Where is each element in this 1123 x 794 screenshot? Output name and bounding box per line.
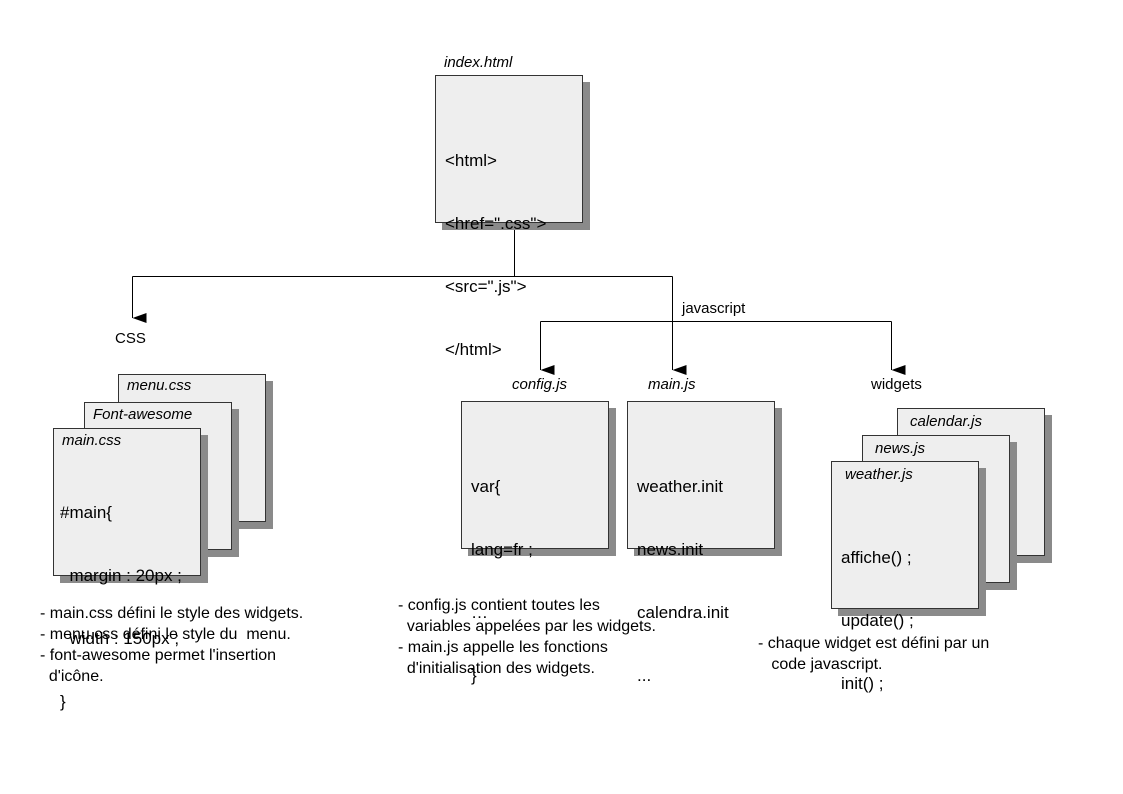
code-line: width : 150px ; [60, 629, 180, 648]
code-line: update() ; [841, 611, 914, 630]
note-line: d'icône. [40, 668, 104, 685]
code-line: … [471, 603, 488, 622]
js-notes: - config.js contient toutes les variable… [398, 595, 656, 679]
note-line: variables appelées par les widgets. [398, 618, 656, 635]
index-html-code: <html> <href=".css"> <src=".js"> </html> [445, 108, 546, 402]
code-line: lang=fr ; [471, 540, 533, 559]
main-css-code: #main{ margin : 20px ; width : 150px ; } [60, 460, 182, 754]
note-line: - main.css défini le style des widgets. [40, 605, 304, 622]
weather-js-code: affiche() ; update() ; init() ; [841, 505, 914, 736]
code-line: <href=".css"> [445, 214, 547, 233]
config-js-doc: var{ lang=fr ; … } [461, 401, 609, 685]
main-css-doc: main.css #main{ margin : 20px ; width : … [53, 428, 201, 711]
main-js-code: weather.init news.init calendra.init ... [637, 434, 729, 728]
config-js-code: var{ lang=fr ; … } [471, 434, 533, 728]
menu-css-title: menu.css [127, 377, 192, 394]
code-line: var{ [471, 477, 501, 496]
code-line: init() ; [841, 674, 884, 693]
note-line: - config.js contient toutes les [398, 597, 600, 614]
config-js-title: config.js [512, 376, 568, 393]
code-line: weather.init [637, 477, 723, 496]
code-line: ... [637, 666, 652, 685]
code-line: calendra.init [637, 603, 729, 622]
note-line: - menu.css défini le style du menu. [40, 626, 291, 643]
note-line: - font-awesome permet l'insertion [40, 647, 277, 664]
code-line: news.init [637, 540, 704, 559]
code-line: affiche() ; [841, 548, 912, 567]
javascript-label: javascript [682, 300, 746, 317]
code-line: } [471, 666, 477, 685]
main-js-doc: weather.init news.init calendra.init ... [627, 401, 775, 685]
news-js-title: news.js [875, 440, 926, 457]
main-js-title: main.js [648, 376, 696, 393]
widgets-label: widgets [871, 376, 922, 393]
note-line: - chaque widget est défini par un [758, 635, 990, 652]
index-html-doc: <html> <href=".css"> <src=".js"> </html> [435, 75, 583, 359]
weather-js-doc: weather.js affiche() ; update() ; init()… [831, 461, 979, 693]
index-html-title: index.html [444, 54, 513, 71]
css-notes: - main.css défini le style des widgets. … [40, 603, 303, 687]
font-awesome-title: Font-awesome [93, 406, 193, 423]
widgets-notes: - chaque widget est défini par un code j… [758, 633, 989, 675]
code-line: <src=".js"> [445, 277, 527, 296]
css-label: CSS [115, 330, 146, 347]
note-line: code javascript. [758, 656, 883, 673]
code-line: </html> [445, 340, 502, 359]
calendar-js-title: calendar.js [910, 413, 982, 430]
note-line: d'initialisation des widgets. [398, 660, 595, 677]
weather-js-title: weather.js [845, 466, 913, 483]
main-css-title: main.css [62, 432, 122, 449]
code-line: #main{ [60, 503, 112, 522]
code-line: } [60, 692, 66, 711]
code-line: margin : 20px ; [60, 566, 182, 585]
note-line: - main.js appelle les fonctions [398, 639, 608, 656]
code-line: <html> [445, 151, 497, 170]
